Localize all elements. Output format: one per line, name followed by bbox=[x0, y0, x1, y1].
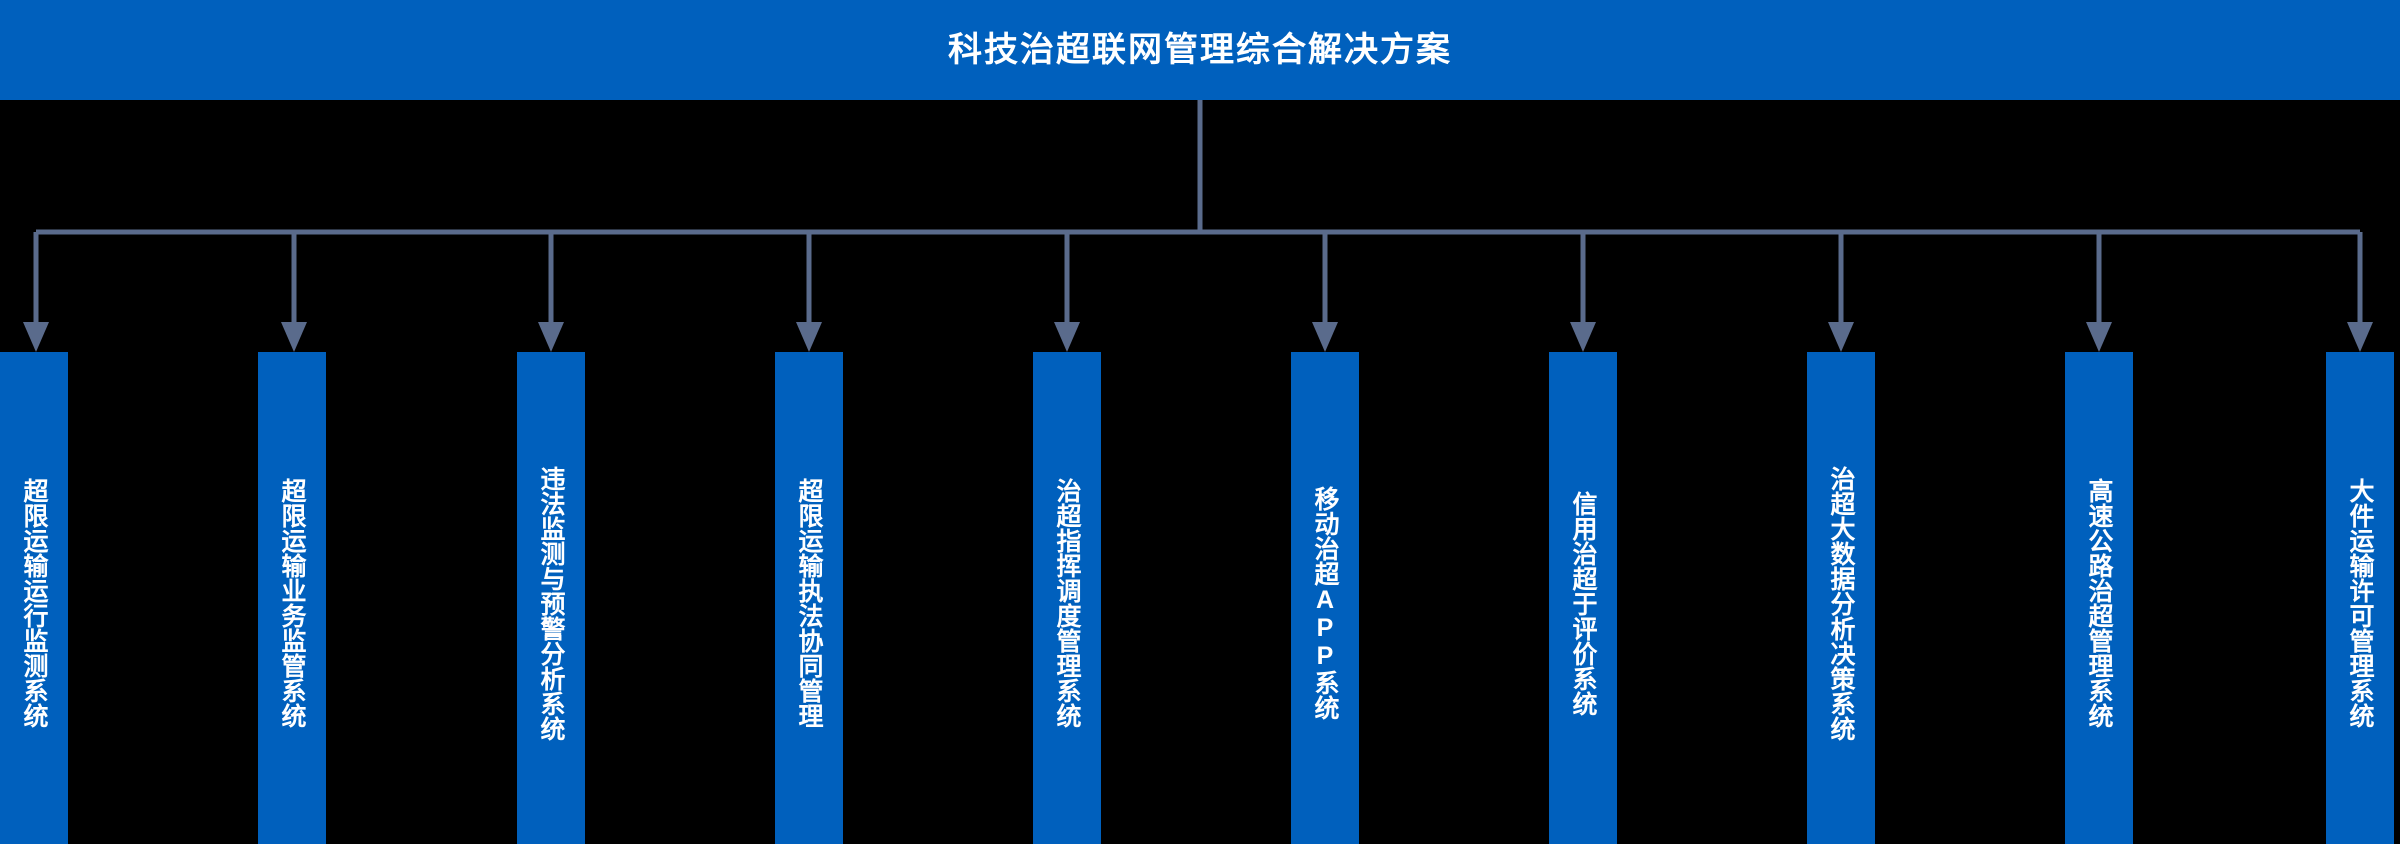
node-label-2: 超限运输业务监管系统 bbox=[278, 478, 306, 728]
node-box-4[interactable]: 超限运输执法协同管理 bbox=[775, 352, 843, 844]
diagram-title: 科技治超联网管理综合解决方案 bbox=[948, 31, 1452, 69]
node-box-10[interactable]: 大件运输许可管理系统 bbox=[2326, 352, 2394, 844]
node-label-3: 违法监测与预警分析系统 bbox=[537, 465, 565, 741]
node-box-7[interactable]: 信用治超于评价系统 bbox=[1549, 352, 1617, 844]
node-label-7: 信用治超于评价系统 bbox=[1569, 490, 1597, 716]
node-label-10: 大件运输许可管理系统 bbox=[2346, 478, 2374, 728]
node-label-1: 超限运输运行监测系统 bbox=[20, 478, 48, 728]
node-label-6: 移动治超APP系统 bbox=[1311, 486, 1339, 720]
node-box-5[interactable]: 治超指挥调度管理系统 bbox=[1033, 352, 1101, 844]
arrowhead-icon-9 bbox=[2086, 322, 2112, 352]
node-box-3[interactable]: 违法监测与预警分析系统 bbox=[517, 352, 585, 844]
arrowhead-icon-5 bbox=[1054, 322, 1080, 352]
node-label-9: 高速公路治超管理系统 bbox=[2085, 478, 2113, 728]
diagram-title-banner: 科技治超联网管理综合解决方案 bbox=[0, 0, 2400, 100]
arrowhead-icon-3 bbox=[538, 322, 564, 352]
arrowhead-icon-10 bbox=[2347, 322, 2373, 352]
node-box-1[interactable]: 超限运输运行监测系统 bbox=[0, 352, 68, 844]
arrowhead-icon-6 bbox=[1312, 322, 1338, 352]
node-box-6[interactable]: 移动治超APP系统 bbox=[1291, 352, 1359, 844]
node-label-8: 治超大数据分析决策系统 bbox=[1827, 465, 1855, 741]
arrowhead-icon-2 bbox=[281, 322, 307, 352]
node-label-4: 超限运输执法协同管理 bbox=[795, 478, 823, 728]
arrowhead-icon-1 bbox=[23, 322, 49, 352]
arrowhead-icon-7 bbox=[1570, 322, 1596, 352]
arrowhead-icon-8 bbox=[1828, 322, 1854, 352]
node-box-9[interactable]: 高速公路治超管理系统 bbox=[2065, 352, 2133, 844]
arrowhead-icon-4 bbox=[796, 322, 822, 352]
node-box-2[interactable]: 超限运输业务监管系统 bbox=[258, 352, 326, 844]
node-box-8[interactable]: 治超大数据分析决策系统 bbox=[1807, 352, 1875, 844]
node-label-5: 治超指挥调度管理系统 bbox=[1053, 478, 1081, 728]
